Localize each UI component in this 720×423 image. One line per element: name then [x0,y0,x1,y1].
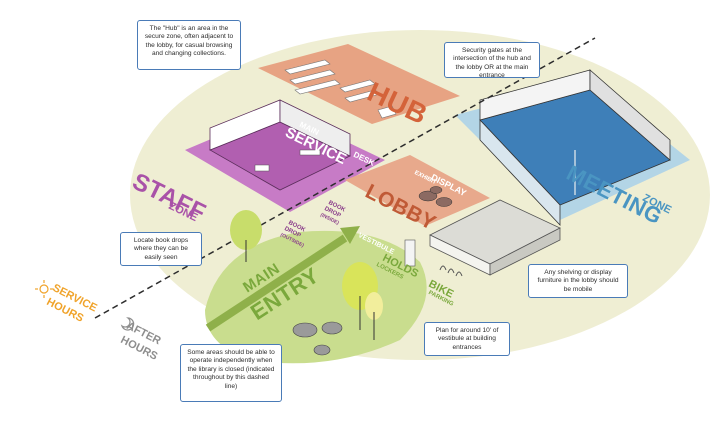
lobby-zone-area [345,155,490,226]
note-security-gates: Security gates at the intersection of th… [444,42,540,79]
staff-room [209,99,351,191]
note-shelving: Any shelving or display furniture in the… [528,264,628,298]
note-book-drops: Locate book drops where they can be easi… [120,232,202,266]
after-hours-dashed-line [94,37,596,319]
restroom-block [429,199,561,276]
moon-icon [120,317,135,331]
tree-icon [230,210,262,262]
note-after-hours: Some areas should be able to operate ind… [180,344,282,402]
meeting-room [479,69,671,227]
note-vestibule: Plan for around 10' of vestibule at buil… [424,322,510,356]
bike-rack-icon [439,265,463,277]
arrow-icon [205,226,360,332]
hub-shelving [284,59,397,119]
note-hub: The "Hub" is an area in the secure zone,… [137,20,241,70]
exhibit-display-furniture [418,186,453,207]
sun-icon [35,280,53,298]
entry-zone-area [205,230,427,364]
locker-icon [404,239,416,267]
tree-icon [365,292,383,340]
rock-icon [292,321,343,356]
